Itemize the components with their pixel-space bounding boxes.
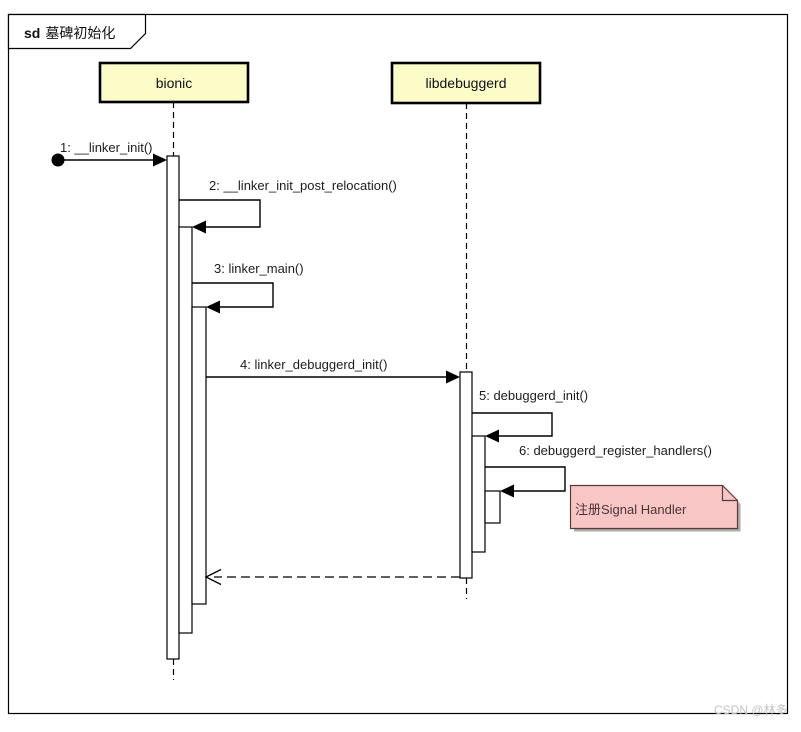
arrowhead-icon	[485, 429, 499, 443]
message-6-arrow	[485, 466, 566, 498]
message-2-arrow	[179, 199, 261, 234]
libdebuggerd-activation-1	[459, 371, 473, 579]
lifeline-label-bionic: bionic	[155, 74, 193, 91]
arrowhead-icon	[446, 370, 460, 384]
frame-title-tab	[7, 13, 147, 50]
frame-border	[7, 13, 789, 715]
activation-bars	[166, 155, 501, 660]
lifeline-dashes	[172, 102, 468, 680]
message-1-arrow	[51, 153, 167, 167]
bionic-activation-3	[191, 306, 207, 605]
note-text: 注册Signal Handler	[575, 502, 687, 517]
note-fold-icon	[721, 485, 738, 502]
libdebuggerd-activation-3	[484, 490, 501, 524]
bionic-activation-2	[178, 226, 193, 634]
message-2-label: 2: __linker_init_post_relocation()	[209, 178, 397, 193]
message-5-label: 5: debuggerd_init()	[479, 388, 589, 403]
message-3-label: 3: linker_main()	[214, 261, 304, 276]
message-6-label: 6: debuggerd_register_handlers()	[519, 443, 712, 458]
arrowhead-icon	[153, 153, 167, 167]
watermark-text: CSDN @林多	[714, 703, 788, 717]
arrowhead-icon	[206, 300, 220, 314]
note-shape	[569, 484, 741, 532]
message-3-arrow	[192, 282, 274, 314]
open-arrowhead-icon	[204, 568, 222, 586]
lifeline-label-libdebuggerd: libdebuggerd	[425, 75, 507, 91]
return-message-arrow	[204, 568, 460, 586]
message-4-label: 4: linker_debuggerd_init()	[240, 357, 388, 372]
message-5-arrow	[472, 412, 553, 443]
lifeline-head-bionic	[98, 61, 250, 104]
libdebuggerd-activation-2	[471, 435, 486, 553]
message-4-arrow	[206, 370, 460, 384]
frame-title-text: 墓碑初始化	[45, 25, 116, 41]
arrowhead-icon	[192, 220, 206, 234]
message-1-label: 1: __linker_init()	[60, 140, 153, 155]
frame-keyword: sd	[24, 25, 41, 41]
bionic-activation-1	[166, 155, 180, 660]
start-point-icon	[51, 153, 65, 167]
arrowhead-icon	[500, 484, 514, 498]
